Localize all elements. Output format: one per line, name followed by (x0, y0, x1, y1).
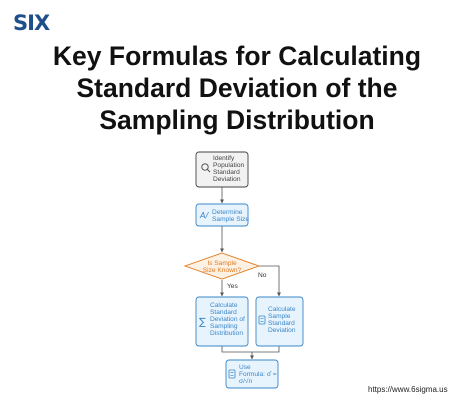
use-formula-line-1: Use (239, 364, 251, 371)
node-use-formula: Use Formula: σ̄ = σ/√n (225, 359, 279, 389)
edge-decision-no (259, 265, 281, 297)
decision-line-2: Size Known? (203, 267, 242, 274)
six-sigma-logo: SIX (13, 11, 53, 35)
identify-line-1: Identify (213, 155, 235, 162)
calc-sampling-line-3: Deviation of (210, 316, 245, 323)
logo-text: SIX (13, 11, 50, 35)
use-formula-line-2: Formula: σ̄ = (239, 371, 277, 378)
calc-sample-line-3: Standard (268, 320, 295, 327)
identify-line-4: Deviation (213, 176, 241, 183)
search-icon (201, 163, 211, 173)
formula-icon: A/ (199, 211, 209, 220)
svg-text:A/: A/ (199, 211, 209, 220)
calc-sample-line-2: Sample (268, 313, 291, 320)
calc-sample-line-1: Calculate (268, 306, 296, 313)
node-decision-sample-size-known: Is Sample Size Known? (183, 252, 261, 280)
calc-sample-line-4: Deviation (268, 327, 296, 334)
title-line-1: Key Formulas for Calculating (52, 41, 422, 71)
use-formula-line-3: σ/√n (239, 377, 253, 385)
identify-line-2: Population (213, 162, 244, 169)
source-url: https://www.6sigma.us (368, 385, 448, 394)
no-label: No (258, 272, 267, 279)
node-calculate-sample-sd: Calculate Sample Standard Deviation (255, 296, 304, 347)
page-title: Key Formulas for Calculating Standard De… (10, 40, 464, 136)
identify-line-3: Standard (213, 169, 240, 176)
node-identify-population-sd: Identify Population Standard Deviation (195, 151, 249, 188)
calc-sampling-line-1: Calculate (210, 302, 238, 309)
calc-sampling-line-5: Distribution (210, 330, 243, 337)
title-line-2: Standard Deviation of the (76, 73, 398, 103)
calculator-icon (258, 315, 266, 325)
title-line-3: Sampling Distribution (99, 105, 375, 135)
decision-line-1: Is Sample (207, 260, 237, 267)
sigma-icon: ∑ (199, 317, 206, 328)
determine-line-1: Determine (212, 209, 243, 216)
node-calculate-sd-sampling-distribution: ∑ Calculate Standard Deviation of Sampli… (195, 296, 249, 347)
svg-text:∑: ∑ (199, 317, 206, 328)
node-determine-sample-size: A/ Determine Sample Size (195, 203, 249, 227)
yes-label: Yes (227, 283, 238, 290)
determine-line-2: Sample Size (212, 216, 249, 223)
edge-sampling-to-formula (221, 346, 254, 360)
calc-sampling-line-2: Standard (210, 309, 237, 316)
calculator-icon (228, 369, 236, 379)
edge-sample-to-formula (252, 346, 280, 353)
calc-sampling-line-4: Sampling (210, 323, 238, 330)
